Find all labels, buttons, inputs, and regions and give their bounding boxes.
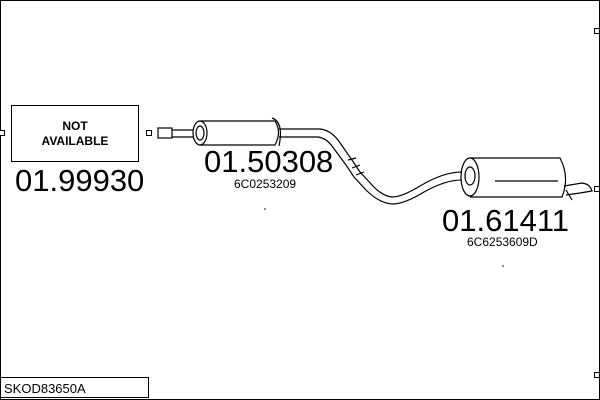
tailpipe <box>563 182 593 196</box>
connector-marker <box>594 28 600 34</box>
front-pipe <box>172 129 195 138</box>
connector-marker <box>594 372 600 378</box>
not-available-line1: NOT <box>62 118 88 133</box>
connector-marker <box>0 130 5 136</box>
part-number-1[interactable]: 01.99930 <box>15 163 145 198</box>
oem-number-2: 6C0253209 <box>234 177 297 191</box>
connector-marker <box>146 130 152 136</box>
connector-marker <box>594 186 600 192</box>
part-number-2[interactable]: 01.50308 <box>204 144 334 179</box>
oem-number-3: 6C6253609D <box>467 235 538 249</box>
part-number-3[interactable]: 01.61411 <box>442 203 569 238</box>
not-available-line2: AVAILABLE <box>41 133 109 148</box>
front-pipe-connector <box>157 127 173 139</box>
middle-pipe <box>279 128 466 205</box>
rear-muffler <box>470 157 567 198</box>
reference-label: SKOD83650A <box>0 377 149 398</box>
front-muffler <box>200 120 280 146</box>
not-available-box: NOT AVAILABLE <box>11 105 139 162</box>
